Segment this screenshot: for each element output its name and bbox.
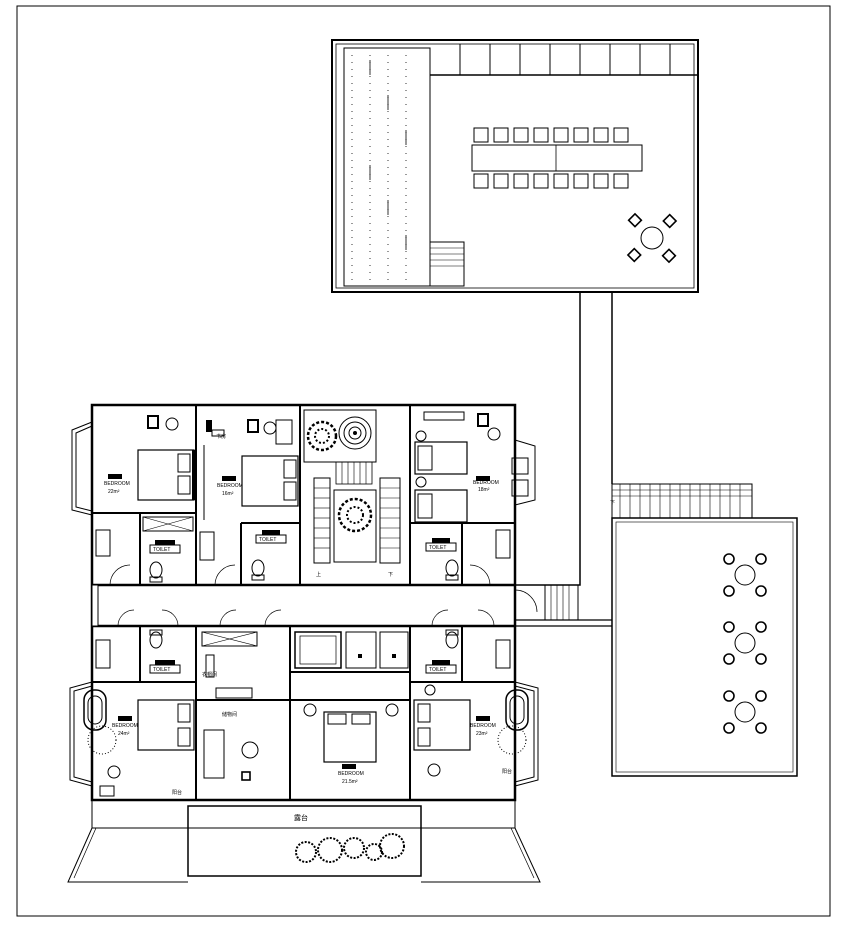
side-stair (544, 584, 579, 621)
corridor-extension (515, 619, 612, 627)
round-table-set (626, 212, 678, 264)
roof-stair (429, 241, 465, 287)
toilet-5-label: TOILET (429, 667, 446, 673)
bedroom-sw: BEDROOM 24m² 阳台 (83, 689, 195, 797)
drawing-frame (16, 5, 831, 917)
toilet-4-label: TOILET (153, 667, 170, 673)
patio-set-2 (723, 621, 767, 665)
bedroom-s: BEDROOM 21.5m² (303, 703, 399, 785)
stair-core: 上 下 下 (303, 409, 615, 578)
bedroom-se: BEDROOM 23m² 阳台 (413, 684, 529, 777)
patio-set-3 (723, 690, 767, 734)
balcony-left-label: 阳台 (172, 789, 182, 796)
roof-terrace (331, 39, 699, 293)
study-label: 书房 (216, 433, 226, 440)
roof-railing (459, 44, 671, 75)
bedroom-nw-label: BEDROOM (104, 481, 130, 487)
bedroom-s-label: BEDROOM (338, 771, 364, 777)
plant-foliage-1 (306, 420, 338, 452)
balcony-right-label: 阳台 (502, 768, 512, 775)
stair-label-down: 下 (388, 572, 393, 578)
storage-label: 储物间 (222, 711, 237, 718)
terrace-label: 露台 (294, 813, 308, 822)
toilet-6-label: TOILET (206, 686, 223, 692)
toilet-1-label: TOILET (153, 547, 170, 553)
bathroom-se: TOILET (425, 629, 511, 674)
bedroom-se-label: BEDROOM (470, 723, 496, 729)
bedroom-sw-area: 24m² (118, 731, 130, 737)
bedroom-se-area: 23m² (476, 731, 488, 737)
dining-table (471, 127, 643, 189)
plant-spiral-ornament (338, 416, 372, 450)
toilet-3-label: TOILET (429, 545, 446, 551)
closet-area: 衣帽间 储物间 (201, 631, 259, 781)
bedroom-n2-area: 16m² (222, 491, 234, 497)
toilet-2-label: TOILET (259, 537, 276, 543)
bedroom-ne-area: 18m² (478, 487, 490, 493)
bathroom-n2: TOILET (199, 530, 287, 586)
bathroom-nw: TOILET (95, 529, 181, 586)
south-terrace: 露台 (67, 799, 541, 883)
terrace-plants (295, 833, 405, 863)
bedroom-ne-label: BEDROOM (473, 480, 499, 486)
bedroom-n2: 书房 BEDROOM 16m² (203, 419, 299, 520)
plant-foliage-2 (337, 497, 373, 533)
bedroom-n2-label: BEDROOM (217, 483, 243, 489)
bridge-walkway (515, 291, 614, 586)
bay-window-sw (69, 681, 93, 787)
patio-set-1 (723, 553, 767, 597)
roof-grid-marks (351, 55, 407, 280)
bedroom-sw-label: BEDROOM (112, 723, 138, 729)
bathroom-sw: TOILET (95, 629, 181, 674)
bedroom-nw-area: 22m² (108, 489, 120, 495)
main-building: 上 下 下 BEDROOM 22m² (69, 403, 615, 802)
stair-label-up: 上 (316, 571, 321, 578)
bay-window-nw (71, 421, 93, 516)
bedroom-s-area: 21.5m² (342, 779, 358, 785)
bay-window-ne (511, 439, 536, 506)
bedroom-nw: BEDROOM 22m² (104, 415, 196, 532)
stair-label-down-2: 下 (610, 500, 615, 506)
bay-window-se (514, 681, 539, 787)
corridor-doors (117, 589, 538, 627)
bedroom-ne: BEDROOM 18m² (414, 411, 501, 523)
east-terrace (611, 483, 798, 777)
east-terrace-stair (611, 483, 753, 519)
bathroom-ne: TOILET (425, 529, 511, 586)
closet-label: 衣帽间 (202, 671, 217, 678)
central-room (294, 631, 409, 669)
